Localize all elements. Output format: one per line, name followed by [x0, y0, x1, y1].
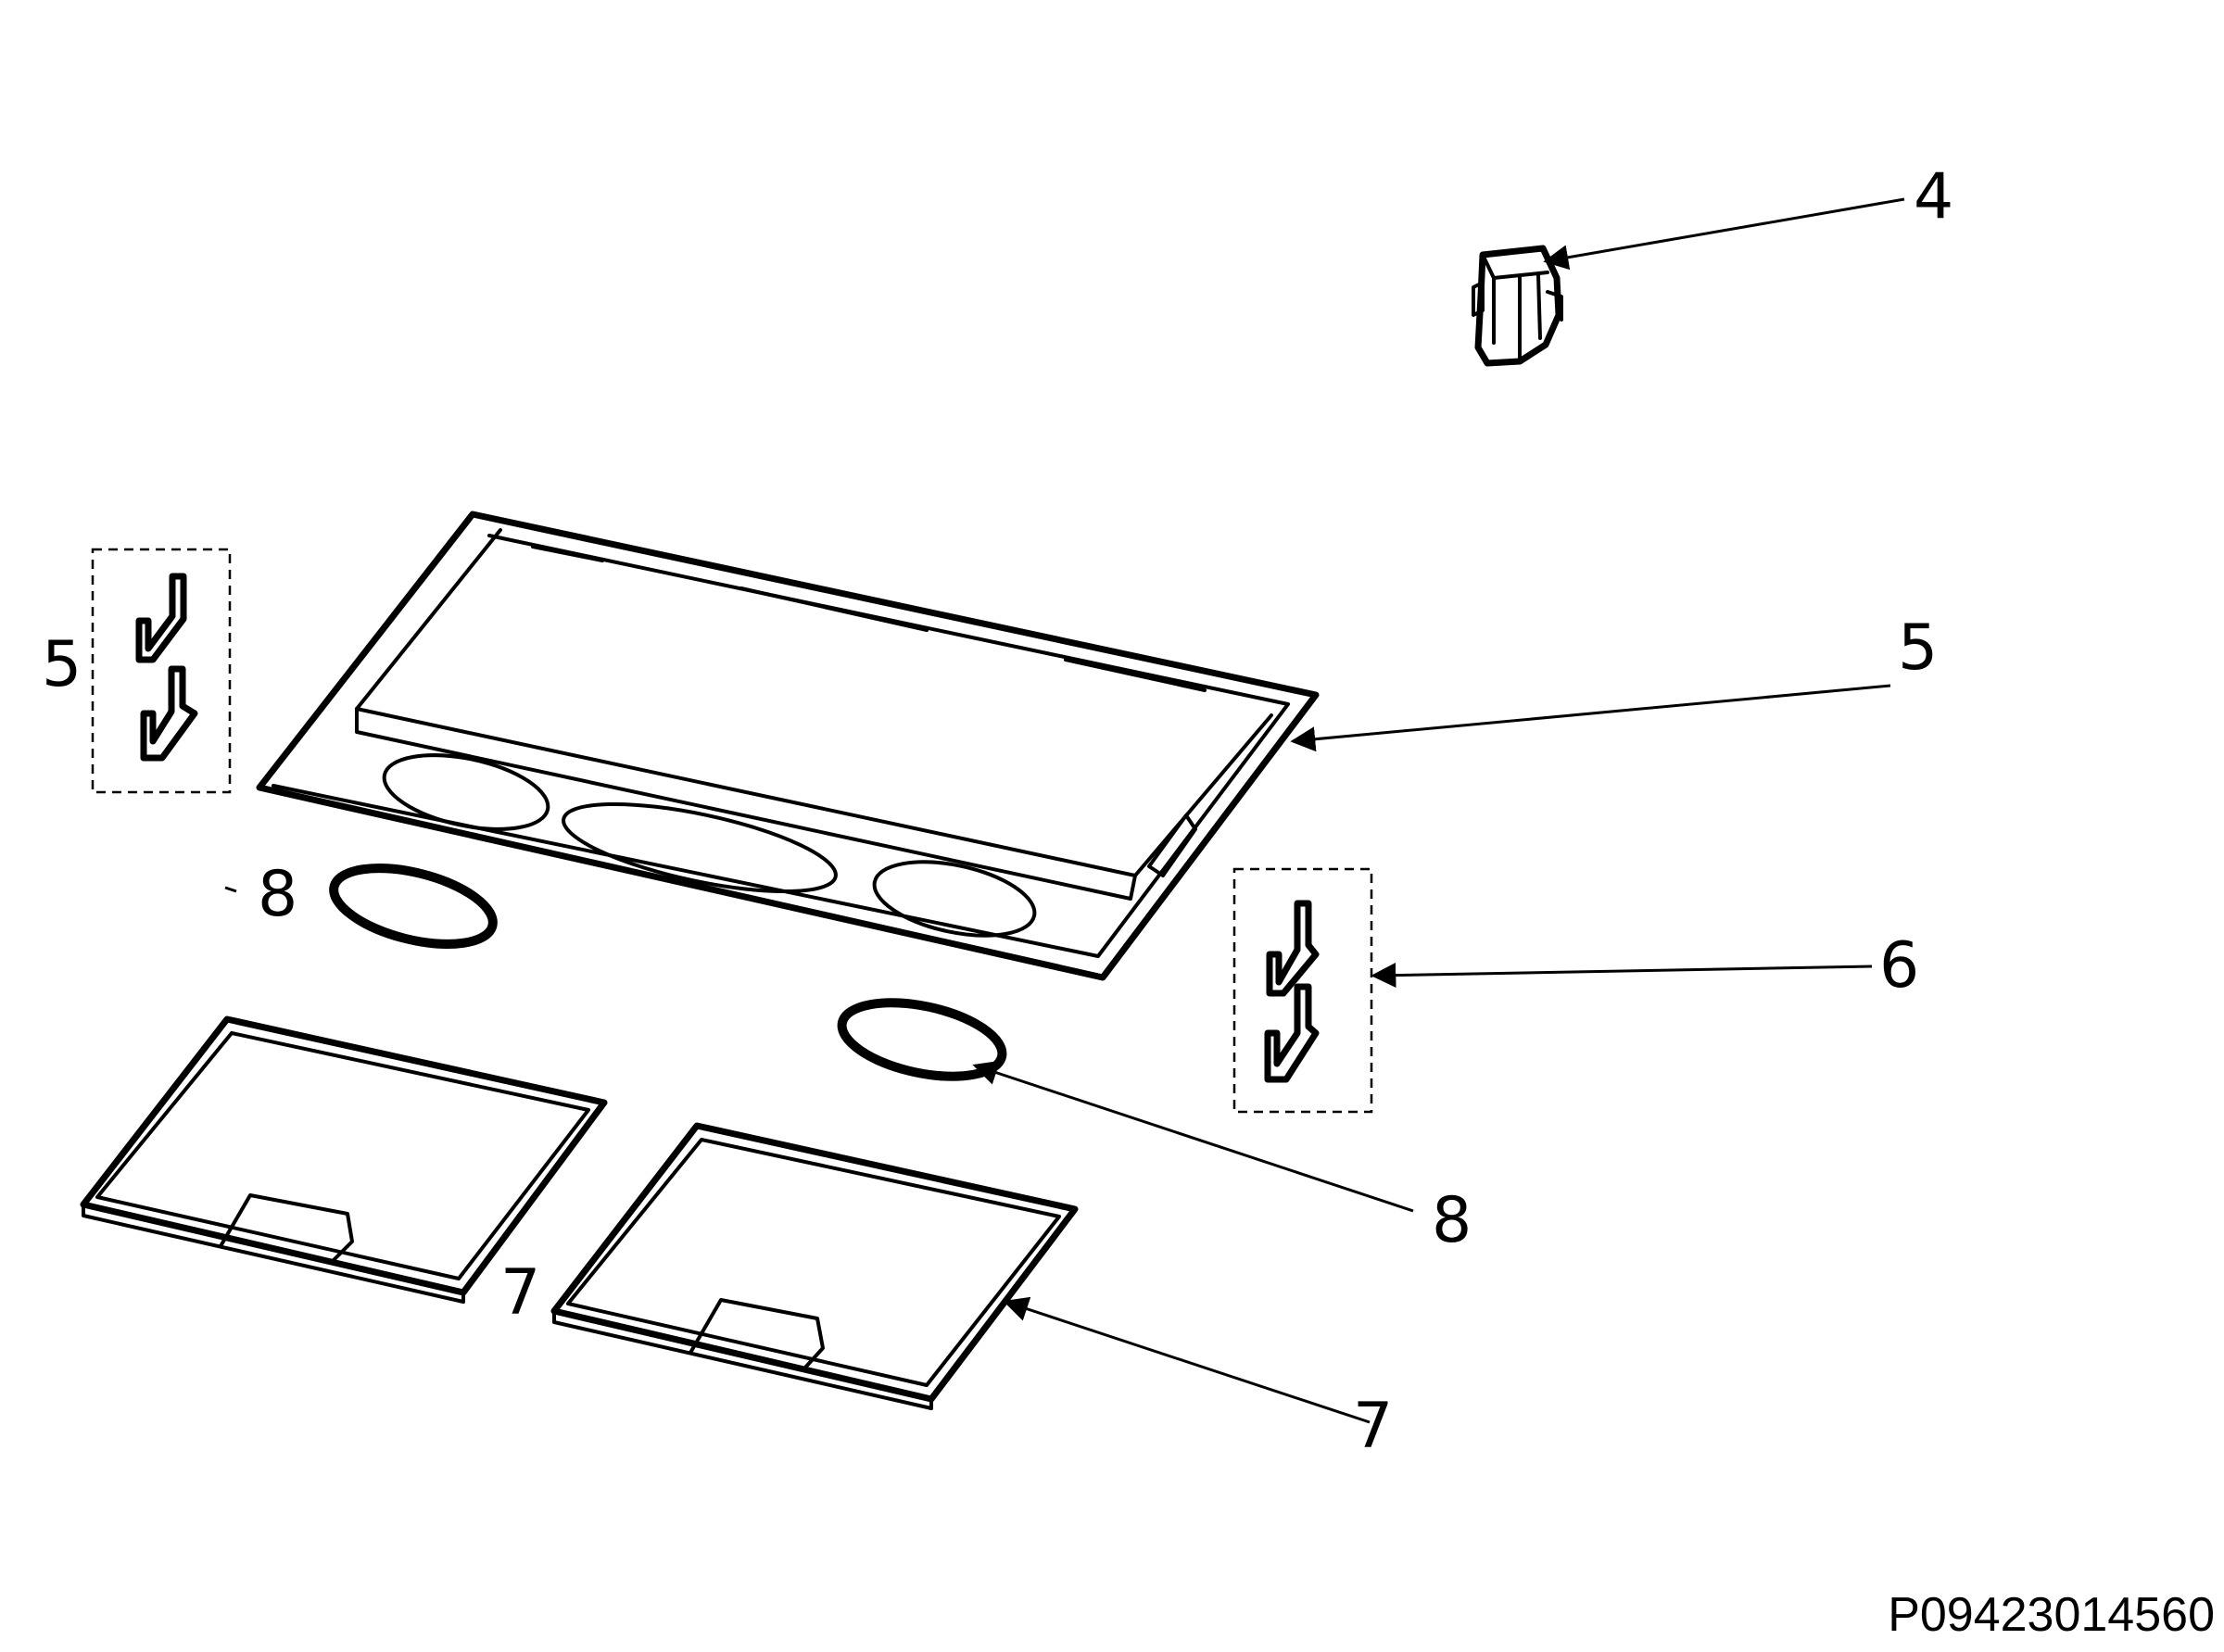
grease-filter-left [80, 1015, 608, 1304]
hood-frame [256, 511, 1320, 981]
clip-set-left [91, 548, 232, 794]
part-4-clip [1472, 245, 1563, 367]
seal-ring-left [329, 864, 498, 949]
callout-8-left: 8 [258, 858, 297, 931]
clip-set-right [1232, 867, 1373, 1114]
grease-filter-right [550, 1122, 1079, 1410]
leader-lines [224, 197, 1905, 1424]
callout-7-left: 7 [500, 1256, 540, 1330]
callout-8-right: 8 [1432, 1184, 1472, 1257]
callout-5-right: 5 [1898, 612, 1938, 685]
callout-7-right: 7 [1353, 1390, 1393, 1463]
seal-ring-right [837, 998, 1007, 1081]
callout-6: 6 [1879, 929, 1919, 1003]
callout-4: 4 [1914, 160, 1953, 233]
document-code: P09423014560 [1888, 1588, 2215, 1642]
callout-5-left: 5 [42, 628, 82, 701]
